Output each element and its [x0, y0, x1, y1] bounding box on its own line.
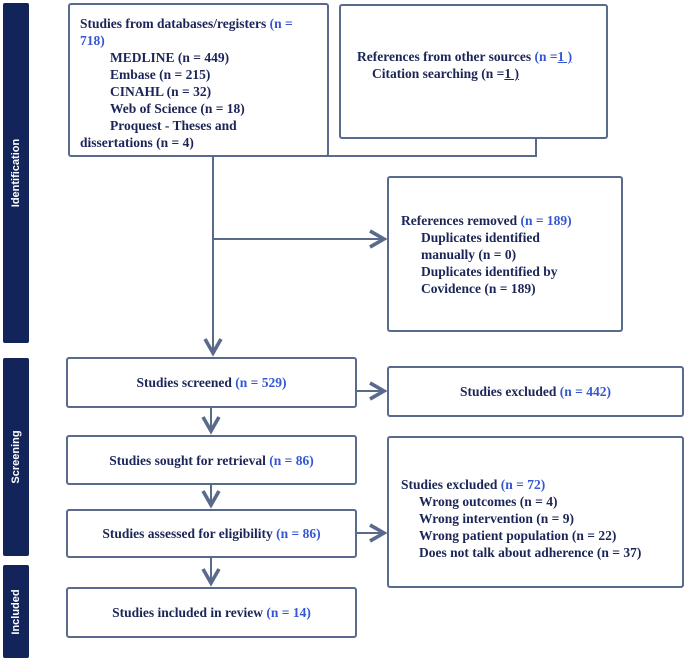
- box-title: Studies assessed for eligibility: [102, 526, 273, 541]
- list-item: manually (n = 0): [421, 247, 517, 262]
- list-item: Wrong patient population (n = 22): [419, 528, 617, 543]
- count: (n =: [534, 49, 558, 64]
- excluded-box-2: Studies excluded (n = 72) Wrong outcomes…: [387, 436, 684, 588]
- list-item: Covidence (n = 189): [421, 281, 536, 296]
- count: (n = 529): [235, 375, 287, 390]
- count: (n = 189): [520, 213, 572, 228]
- list-item: MEDLINE (n = 449): [110, 50, 230, 65]
- box-title: Studies excluded: [401, 477, 498, 492]
- box-title: Studies excluded: [460, 384, 557, 399]
- list-item: Duplicates identified by: [421, 264, 558, 279]
- count: (n = 718): [80, 16, 293, 48]
- phase-label: Identification: [10, 138, 22, 208]
- list-item-value: 1 ): [504, 66, 519, 81]
- phase-screening: Screening: [3, 358, 29, 556]
- screened-box: Studies screened (n = 529): [66, 357, 357, 408]
- list-item: Citation searching (n =: [372, 66, 505, 81]
- list-item: Web of Science (n = 18): [110, 101, 245, 116]
- list-item: Wrong intervention (n = 9): [419, 511, 574, 526]
- count: (n = 442): [559, 384, 611, 399]
- list-item: Does not talk about adherence (n = 37): [419, 545, 642, 560]
- box-title: References from other sources: [357, 49, 532, 64]
- sought-box: Studies sought for retrieval (n = 86): [66, 435, 357, 485]
- box-title: Studies from databases/registers: [80, 16, 267, 31]
- list-item: Proquest - Theses and: [110, 118, 237, 133]
- box-title: Studies screened: [136, 375, 232, 390]
- box-title: Studies sought for retrieval: [109, 452, 266, 468]
- count: (n = 86): [276, 526, 321, 541]
- box-title: Studies included in review: [112, 605, 264, 620]
- databases-box: Studies from databases/registers (n = 71…: [68, 3, 329, 157]
- phase-label: Screening: [10, 430, 22, 484]
- list-item: CINAHL (n = 32): [110, 84, 212, 99]
- count: (n = 72): [500, 477, 546, 492]
- count: (n = 14): [266, 605, 311, 620]
- list-item: Embase (n = 215): [110, 67, 211, 82]
- other-sources-box: References from other sources (n =1 ) Ci…: [339, 4, 608, 139]
- excluded-box-1: Studies excluded (n = 442): [387, 366, 684, 417]
- box-title: References removed: [401, 213, 518, 228]
- phase-label: Included: [10, 588, 22, 635]
- count-value: 1 ): [557, 49, 573, 64]
- count: (n = 86): [269, 452, 314, 468]
- list-item: Duplicates identified: [421, 230, 540, 245]
- removed-box: References removed (n = 189) Duplicates …: [387, 176, 623, 332]
- list-item: dissertations (n = 4): [80, 135, 194, 150]
- list-item: Wrong outcomes (n = 4): [419, 494, 558, 509]
- phase-identification: Identification: [3, 3, 29, 343]
- included-box: Studies included in review (n = 14): [66, 587, 357, 638]
- assessed-box: Studies assessed for eligibility (n = 86…: [66, 509, 357, 558]
- phase-included: Included: [3, 565, 29, 658]
